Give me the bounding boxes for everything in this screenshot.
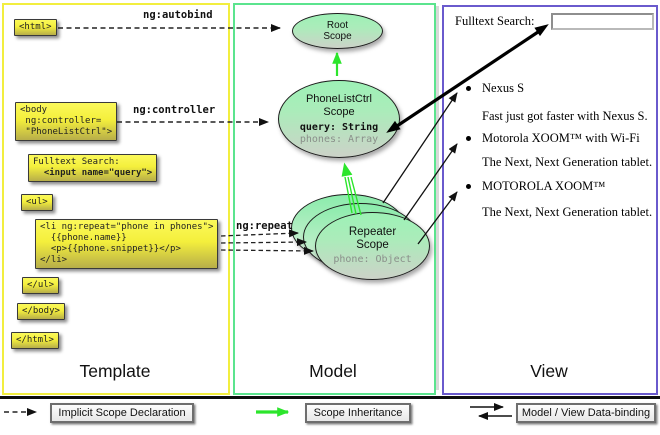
legend-implicit-scope: Implicit Scope Declaration [50, 403, 194, 423]
bullet-icon [466, 184, 471, 189]
legend-binding-arrows [470, 403, 512, 420]
view-item-name: Motorola XOOM™ with Wi-Fi [482, 131, 640, 145]
ng-repeat-label: ng:repeat [236, 220, 293, 232]
code-fulltext-search: Fulltext Search: <input name="query"> [28, 154, 158, 182]
repeater-phone-prop: phone: Object [333, 254, 412, 265]
repeater-scope-title: Repeater Scope [348, 226, 397, 251]
view-item-name: Nexus S [482, 81, 525, 95]
view-column-label: View [530, 361, 568, 381]
code-fulltext-input: <input name="query"> [33, 168, 153, 178]
legend-divider [0, 396, 660, 399]
code-li-repeat: <li ng:repeat="phone in phones"> {{phone… [35, 219, 219, 269]
view-search-input[interactable] [551, 13, 654, 30]
phonelistctrl-scope-title: PhoneListCtrl Scope [305, 92, 373, 118]
panel-gutter [436, 6, 439, 390]
ng-controller-label: ng:controller [133, 104, 216, 116]
view-item-snippet: Fast just got faster with Nexus S. [482, 109, 648, 123]
code-body-close: </body> [17, 303, 65, 320]
template-column-label: Template [79, 361, 151, 381]
phonelistctrl-scope-ellipse: PhoneListCtrl Scope query: String phones… [278, 80, 400, 158]
model-column-label: Model [309, 361, 357, 381]
legend-data-binding: Model / View Data-binding [516, 403, 656, 423]
root-scope-title: Root Scope [323, 20, 352, 42]
code-fulltext-label: Fulltext Search: [33, 157, 120, 167]
repeater-scope-ellipse: Repeater Scope phone: Object [315, 212, 430, 280]
view-item-snippet: The Next, Next Generation tablet. [482, 155, 653, 169]
code-body-open: <body ng:controller= "PhoneListCtrl"> [15, 102, 118, 141]
ng-autobind-label: ng:autobind [143, 9, 213, 21]
view-panel [442, 5, 658, 395]
code-html-open: <html> [14, 19, 57, 36]
view-search-label: Fulltext Search: [455, 14, 535, 28]
legend-scope-inheritance: Scope Inheritance [305, 403, 411, 423]
phonelistctrl-query-prop: query: String [299, 121, 379, 133]
phonelistctrl-phones-prop: phones: Array [299, 133, 379, 145]
view-item-name: MOTOROLA XOOM™ [482, 179, 606, 193]
bullet-icon [466, 86, 471, 91]
bullet-icon [466, 136, 471, 141]
view-item-snippet: The Next, Next Generation tablet. [482, 205, 653, 219]
code-html-close: </html> [11, 332, 59, 349]
root-scope-ellipse: Root Scope [292, 13, 383, 49]
code-ul-close: </ul> [22, 277, 60, 294]
code-ul-open: <ul> [21, 194, 53, 211]
